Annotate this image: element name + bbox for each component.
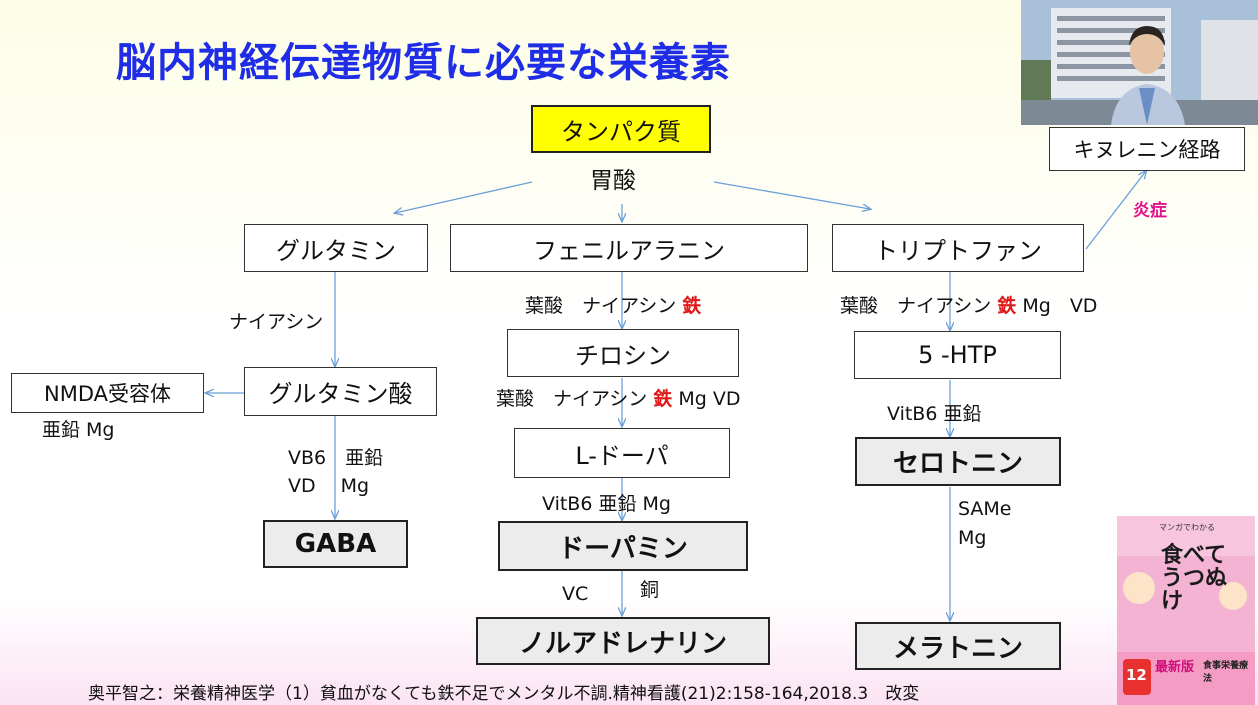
serotonin-box: セロトニン [855, 437, 1061, 486]
gaba-cofactor-line2: VD Mg [288, 475, 370, 497]
phenylalanine-box: フェニルアラニン [450, 224, 808, 272]
tyr-cofactor-text: 葉酸 ナイアシン [496, 388, 648, 410]
mg-label: Mg [958, 527, 987, 549]
ldopa-box: L-ドーパ [514, 428, 730, 478]
book-series: マンガでわかる [1159, 523, 1215, 532]
dopa-cofactor-label: VitB6 亜鉛 Mg [542, 493, 671, 515]
niacin-label: ナイアシン [229, 311, 324, 333]
book-cover-art [1117, 516, 1255, 705]
inflammation-label: 炎症 [1133, 201, 1167, 221]
trp-cofactor-text: 葉酸 ナイアシン [840, 295, 992, 317]
trp-cofactor-label: 葉酸 ナイアシン 鉄 Mg VD [840, 294, 1097, 320]
protein-box: タンパク質 [531, 105, 711, 153]
presenter-photo [1021, 0, 1258, 125]
book-title: 食べて うつぬけ [1161, 544, 1231, 613]
book-subtitle: 食事栄養療法 [1203, 661, 1249, 684]
htp-box: 5 -HTP [854, 331, 1061, 379]
stomach-acid-label: 胃酸 [590, 168, 636, 194]
book-title-line1: 食べて [1161, 543, 1227, 568]
gaba-cofactor-line1: VB6 亜鉛 [288, 447, 384, 469]
glutamic-acid-box: グルタミン酸 [244, 367, 437, 416]
nmda-receptor-box: NMDA受容体 [11, 373, 204, 413]
melatonin-box: メラトニン [855, 622, 1061, 670]
arrow-tryptophan-kynurenine [1085, 171, 1146, 250]
noradrenaline-box: ノルアドレナリン [476, 617, 770, 665]
nmda-cofactor-label: 亜鉛 Mg [42, 419, 115, 441]
gaba-box: GABA [263, 520, 408, 568]
htp-cofactor-label: VitB6 亜鉛 [887, 403, 982, 425]
tyr-cofactor-label: 葉酸 ナイアシン 鉄 Mg VD [496, 387, 740, 413]
arrow-acid-tryptophan [713, 181, 870, 209]
slide-title: 脳内神経伝達物質に必要な栄養素 [116, 40, 731, 86]
trp-iron-label: 鉄 [997, 295, 1017, 317]
dopamine-box: ドーパミン [498, 521, 748, 571]
tyr-iron-label: 鉄 [653, 388, 673, 410]
book-banner: 最新版 [1155, 660, 1195, 675]
phe-iron-label: 鉄 [682, 295, 702, 317]
arrow-acid-glutamine [395, 181, 533, 213]
phe-cofactor-label: 葉酸 ナイアシン 鉄 [525, 294, 701, 320]
tyrosine-box: チロシン [507, 329, 739, 377]
citation: 奥平智之：栄養精神医学（1）貧血がなくても鉄不足でメンタル不調.精神看護(21)… [88, 684, 920, 704]
phe-cofactor-text: 葉酸 ナイアシン [525, 295, 677, 317]
glutamine-box: グルタミン [244, 224, 428, 272]
copper-label: 銅 [640, 579, 660, 601]
book-title-line2: うつぬけ [1161, 566, 1228, 615]
book-cover: マンガでわかる 食べて うつぬけ 最新版 食事栄養療法 12 [1117, 516, 1255, 705]
same-label: SAMe [958, 498, 1012, 520]
trp-cofactor-tail: Mg VD [1022, 295, 1098, 317]
vc-label: VC [562, 583, 589, 605]
tyr-cofactor-tail: Mg VD [678, 388, 741, 410]
kynurenine-box: キヌレニン経路 [1049, 127, 1245, 171]
tryptophan-box: トリプトファン [832, 224, 1084, 272]
book-count-badge: 12 [1126, 666, 1147, 684]
presenter-photo-art [1021, 0, 1258, 125]
